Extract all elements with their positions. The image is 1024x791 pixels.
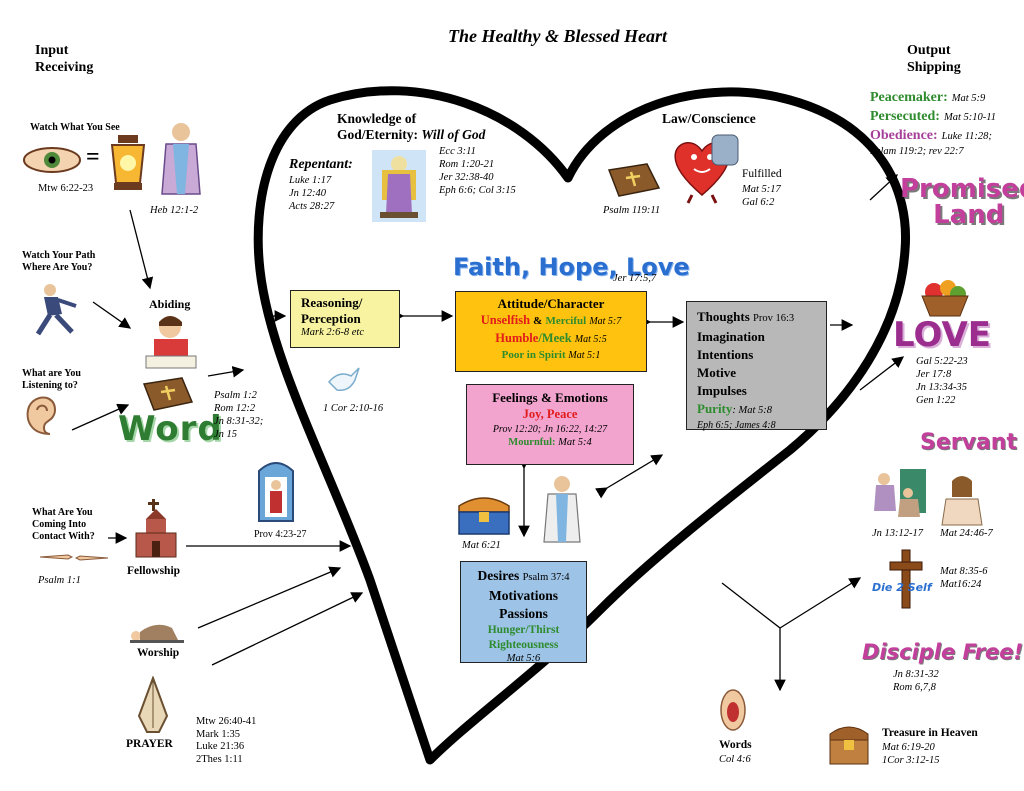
jesus-icon bbox=[543, 476, 581, 543]
psalm11-ref: Psalm 1:1 bbox=[38, 575, 81, 586]
law-title: Law/Conscience bbox=[662, 111, 756, 126]
heart-outline bbox=[253, 86, 911, 765]
mat621-ref: Mat 6:21 bbox=[462, 540, 501, 551]
arrow-love bbox=[859, 356, 905, 391]
god-throne-icon bbox=[372, 150, 426, 222]
worship-label: Worship bbox=[137, 647, 180, 659]
praying-hands-icon bbox=[137, 676, 169, 733]
fellowship-label: Fellowship bbox=[127, 565, 181, 577]
mat2446-ref: Mat 24:46-7 bbox=[940, 528, 993, 539]
bible-icon bbox=[142, 377, 194, 411]
kneeling-man-icon bbox=[130, 624, 184, 643]
arrow-worship bbox=[197, 566, 342, 629]
equals-icon: = bbox=[86, 144, 100, 170]
watch-see-label: Watch What You See bbox=[30, 122, 120, 133]
jn1312-ref: Jn 13:12-17 bbox=[872, 528, 924, 539]
reasoning-box: Reasoning/Perception Mark 2:6-8 etc bbox=[290, 290, 400, 348]
arrow-see-abiding bbox=[129, 209, 154, 290]
arrow-listen-word bbox=[71, 403, 130, 431]
page-title: The Healthy & Blessed Heart bbox=[448, 26, 667, 46]
treasure-label: Treasure in Heaven bbox=[882, 727, 978, 739]
psalm119-ref: Psalm 119:11 bbox=[603, 205, 661, 216]
word-art: Word bbox=[118, 409, 223, 449]
mouth-icon bbox=[720, 689, 746, 731]
church-icon bbox=[135, 499, 177, 558]
die-self-art: Die 2 Self bbox=[872, 581, 932, 594]
repentant-label: Repentant: bbox=[289, 157, 353, 172]
reading-boy-icon bbox=[145, 316, 197, 369]
arrow-words bbox=[721, 582, 786, 692]
arrow-jesus-thoughts bbox=[595, 454, 664, 499]
servant-woman-icon bbox=[941, 476, 983, 526]
knowledge-title: Knowledge of God/Eternity: Will of God bbox=[337, 111, 486, 142]
output-virtues: Peacemaker: Mat 5:9 Persecuted: Mat 5:10… bbox=[870, 90, 996, 157]
arrow-prayer bbox=[211, 592, 364, 666]
jesus-icon bbox=[161, 123, 201, 195]
prov423-ref: Prov 4:23-27 bbox=[254, 529, 307, 540]
col46-ref: Col 4:6 bbox=[719, 754, 751, 765]
attitude-box: Attitude/Character Unselfish & Merciful … bbox=[455, 291, 647, 372]
desires-box: Desires Psalm 37:4 Motivations Passions … bbox=[460, 561, 587, 664]
jer175-ref: Jer 17:5,7 bbox=[613, 273, 657, 284]
eye-icon bbox=[23, 147, 81, 173]
arrow-promised bbox=[869, 174, 898, 201]
fruit-basket-icon bbox=[921, 280, 969, 317]
heb12-ref: Heb 12:1-2 bbox=[150, 205, 199, 216]
treasure-chest-icon bbox=[829, 726, 869, 765]
mtw622-ref: Mtw 6:22-23 bbox=[38, 183, 94, 194]
cor210-ref: 1 Cor 2:10-16 bbox=[323, 403, 384, 414]
arrow-servant bbox=[779, 577, 862, 629]
touching-hands-icon bbox=[39, 554, 109, 561]
bible-icon bbox=[607, 163, 661, 197]
guard-booth-icon bbox=[258, 462, 294, 522]
running-man-icon bbox=[35, 284, 77, 336]
ear-icon bbox=[26, 396, 56, 435]
abiding-label: Abiding bbox=[149, 297, 191, 311]
servant-art: Servant bbox=[920, 430, 1017, 455]
arrow-path-abiding bbox=[92, 301, 132, 329]
cross-icon bbox=[889, 549, 923, 609]
disciple-free-art: Disciple Free! bbox=[862, 640, 1024, 664]
faith-hope-love-art: Faith, Hope, Love bbox=[453, 253, 690, 281]
prayer-label: PRAYER bbox=[126, 738, 173, 750]
treasure-chest-icon bbox=[458, 497, 510, 535]
heart-tablets-icon bbox=[674, 134, 739, 204]
dove-icon bbox=[327, 367, 360, 392]
love-art: LOVE bbox=[893, 315, 991, 355]
foot-washing-icon bbox=[874, 469, 926, 517]
arrow-abiding-heart bbox=[207, 365, 245, 378]
lantern-icon bbox=[110, 135, 146, 190]
fulfilled-label: Fulfilled bbox=[742, 168, 782, 180]
feelings-box: Feelings & Emotions Joy, Peace Prov 12:2… bbox=[466, 384, 634, 465]
words-label: Words bbox=[719, 739, 752, 751]
